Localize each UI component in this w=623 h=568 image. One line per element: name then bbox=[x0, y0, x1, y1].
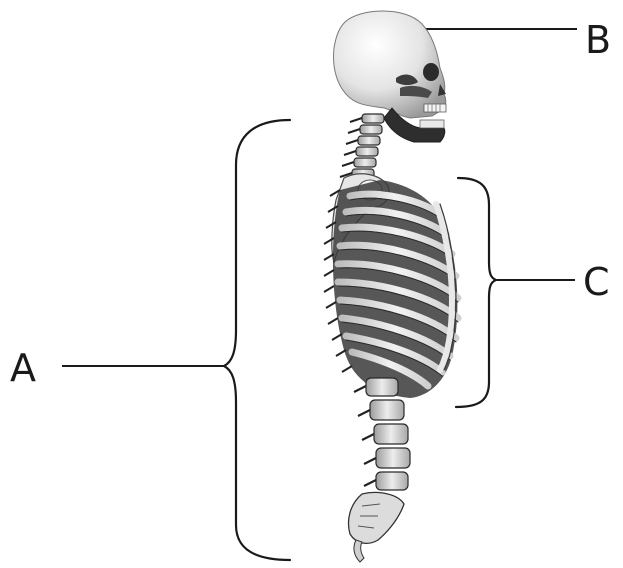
vertebra bbox=[376, 448, 410, 468]
upper-teeth bbox=[424, 104, 446, 112]
vertebra bbox=[366, 378, 398, 396]
eye-orbit bbox=[423, 63, 439, 81]
bracket-c bbox=[456, 178, 496, 407]
bracket-c-shape bbox=[456, 178, 496, 407]
vertebra bbox=[376, 472, 408, 490]
label-c: C bbox=[583, 260, 610, 304]
sacrum bbox=[349, 492, 405, 562]
sacrum-shape bbox=[349, 492, 405, 543]
label-a: A bbox=[10, 346, 36, 390]
label-b: B bbox=[585, 18, 611, 62]
vertebra bbox=[354, 158, 376, 167]
vertebra bbox=[370, 400, 404, 420]
skeleton-illustration bbox=[324, 11, 458, 562]
vertebra bbox=[356, 147, 378, 156]
cervical-spine bbox=[340, 114, 384, 178]
bracket-a bbox=[224, 120, 290, 560]
vertebra bbox=[362, 114, 384, 123]
rib-cage bbox=[333, 180, 458, 398]
vertebra bbox=[374, 424, 408, 444]
bracket-a-shape bbox=[224, 120, 290, 560]
vertebra bbox=[358, 136, 380, 145]
vertebra bbox=[360, 125, 382, 134]
lower-teeth bbox=[420, 120, 444, 128]
